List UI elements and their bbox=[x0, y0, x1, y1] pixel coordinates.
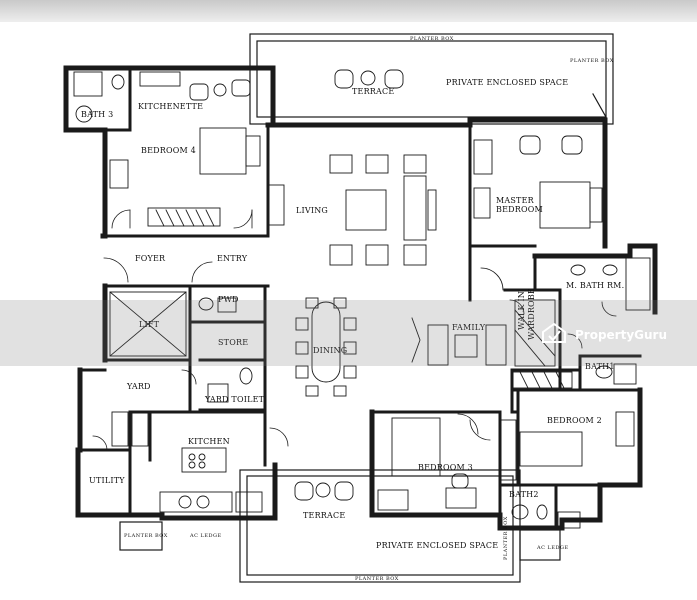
room-label-store: STORE bbox=[218, 338, 249, 347]
room-label-private-top: PRIVATE ENCLOSED SPACE bbox=[446, 78, 569, 87]
room-label-bath1: BATH1 bbox=[585, 362, 615, 371]
exterior-walls bbox=[63, 65, 658, 531]
furniture bbox=[73, 69, 651, 529]
room-label-foyer: FOYER bbox=[135, 254, 166, 263]
room-label-ac-ledge-left: AC LEDGE bbox=[190, 533, 222, 539]
propertyguru-logo-icon bbox=[542, 322, 566, 343]
room-label-bath3: BATH 3 bbox=[81, 110, 114, 119]
room-label-living: LIVING bbox=[296, 206, 329, 215]
bottom-terrace-frame bbox=[119, 469, 561, 583]
room-label-m-bath: M. BATH RM. bbox=[566, 281, 625, 290]
room-label-kitchenette: KITCHENETTE bbox=[138, 102, 204, 111]
room-label-master-1: MASTER bbox=[496, 196, 534, 205]
room-label-terrace-bottom: TERRACE bbox=[303, 511, 346, 520]
room-label-yard-toilet: YARD TOILET bbox=[205, 395, 265, 404]
top-gradient-strip bbox=[0, 0, 697, 22]
door-swings bbox=[92, 209, 617, 451]
watermark-brand: PropertyGuru bbox=[575, 328, 668, 342]
room-label-master-2: BEDROOM bbox=[496, 205, 543, 214]
room-label-bedroom2: BEDROOM 2 bbox=[547, 416, 602, 425]
room-label-utility: UTILITY bbox=[89, 476, 125, 485]
room-label-family: FAMILY bbox=[452, 323, 486, 332]
room-label-lift: LIFT bbox=[139, 320, 160, 329]
room-label-planter-top: PLANTER BOX bbox=[410, 36, 454, 42]
room-label-planter-bottom: PLANTER BOX bbox=[355, 576, 399, 582]
room-label-dining: DINING bbox=[313, 346, 348, 355]
room-label-bedroom3: BEDROOM 3 bbox=[418, 463, 473, 472]
room-label-pwd: PWD bbox=[218, 295, 239, 304]
room-label-kitchen: KITCHEN bbox=[188, 437, 230, 446]
room-label-planter-bottom-left: PLANTER BOX bbox=[124, 533, 168, 539]
room-label-planter-top-right: PLANTER BOX bbox=[570, 58, 614, 64]
room-label-bath2: BATH2 bbox=[509, 490, 539, 499]
interior-walls bbox=[78, 68, 642, 530]
watermark-band bbox=[0, 300, 697, 366]
room-label-yard: YARD bbox=[127, 382, 151, 391]
room-label-ac-ledge-right: AC LEDGE bbox=[537, 545, 569, 551]
room-label-entry: ENTRY bbox=[217, 254, 248, 263]
room-label-terrace-top: TERRACE bbox=[352, 87, 395, 96]
room-label-private-bottom: PRIVATE ENCLOSED SPACE bbox=[376, 541, 499, 550]
room-label-bedroom4: BEDROOM 4 bbox=[141, 146, 196, 155]
top-terrace-frame bbox=[249, 33, 614, 125]
room-label-planter-bottom-right: PLANTER BOX bbox=[503, 516, 509, 560]
